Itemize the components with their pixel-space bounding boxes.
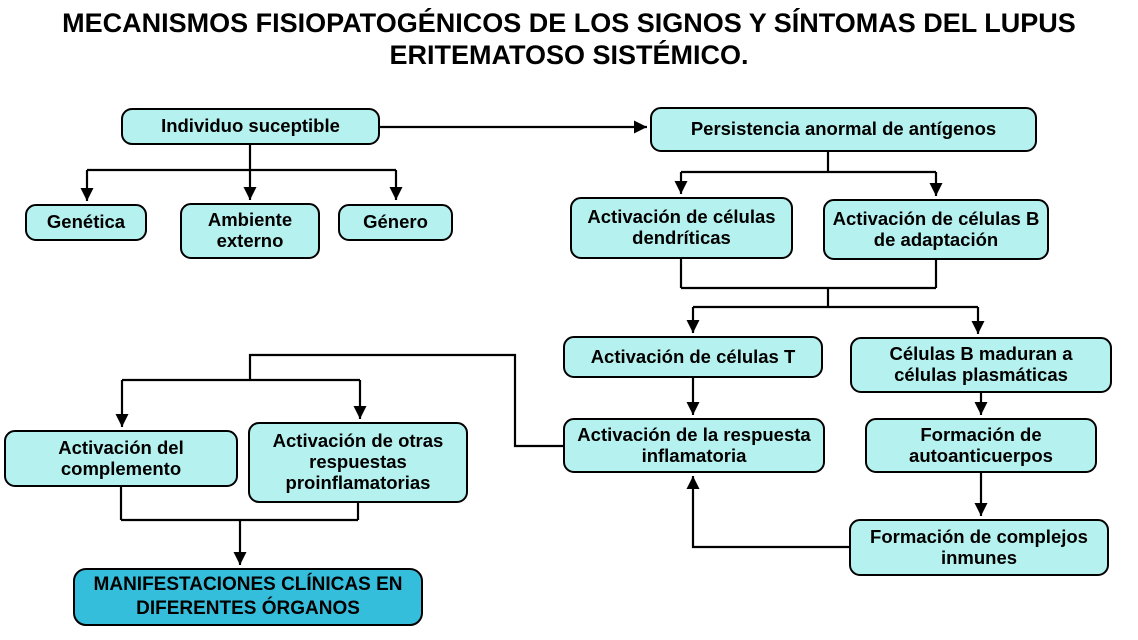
node-activacion-celulas-b-adaptacion: Activación de células B de adaptación xyxy=(823,199,1049,260)
node-label: Activación del complemento xyxy=(58,436,184,479)
node-celulas-b-maduran-plasmaticas: Células B maduran a células plasmáticas xyxy=(850,337,1112,393)
node-label: Género xyxy=(363,211,428,233)
node-label: Activación de otras respuestas proinflam… xyxy=(272,430,444,493)
node-activacion-complemento: Activación del complemento xyxy=(4,430,238,487)
node-label: Activación de la respuesta inflamatoria xyxy=(577,423,811,466)
node-label: Individuo suceptible xyxy=(161,115,340,137)
node-label: Persistencia anormal de antígenos xyxy=(690,118,997,140)
edge-inflamatoria-loop xyxy=(248,353,563,448)
node-formacion-autoanticuerpos: Formación de autoanticuerpos xyxy=(865,418,1097,473)
node-persistencia-anormal-antigenos: Persistencia anormal de antígenos xyxy=(650,107,1037,152)
node-ambiente-externo: Ambiente externo xyxy=(180,203,320,259)
node-activacion-celulas-dendriticas: Activación de células dendríticas xyxy=(570,197,793,259)
node-label: Activación de células B de adaptación xyxy=(832,207,1040,250)
node-label: Formación de complejos inmunes xyxy=(870,525,1088,568)
node-activacion-celulas-t: Activación de células T xyxy=(563,336,823,378)
node-label: Ambiente externo xyxy=(207,209,293,251)
node-manifestaciones-clinicas: MANIFESTACIONES CLÍNICAS EN DIFERENTES Ó… xyxy=(73,568,423,626)
node-formacion-complejos-inmunes: Formación de complejos inmunes xyxy=(849,519,1109,576)
node-activacion-otras-respuestas-proinflamatorias: Activación de otras respuestas proinflam… xyxy=(248,422,468,503)
node-label: Genética xyxy=(46,211,126,233)
node-genero: Género xyxy=(338,204,453,241)
edge-complejos-to-inflamatoria xyxy=(686,476,849,549)
node-label: Activación de células dendríticas xyxy=(587,206,776,248)
node-label: Formación de autoanticuerpos xyxy=(909,423,1053,466)
node-label: MANIFESTACIONES CLÍNICAS EN DIFERENTES Ó… xyxy=(93,574,403,619)
node-activacion-respuesta-inflamatoria: Activación de la respuesta inflamatoria xyxy=(563,418,825,473)
node-label: Células B maduran a células plasmáticas xyxy=(889,343,1073,385)
node-individuo-suceptible: Individuo suceptible xyxy=(121,108,380,145)
diagram-title: MECANISMOS FISIOPATOGÉNICOS DE LOS SIGNO… xyxy=(62,8,1076,71)
node-genetica: Genética xyxy=(25,204,147,241)
node-label: Activación de células T xyxy=(590,345,796,367)
